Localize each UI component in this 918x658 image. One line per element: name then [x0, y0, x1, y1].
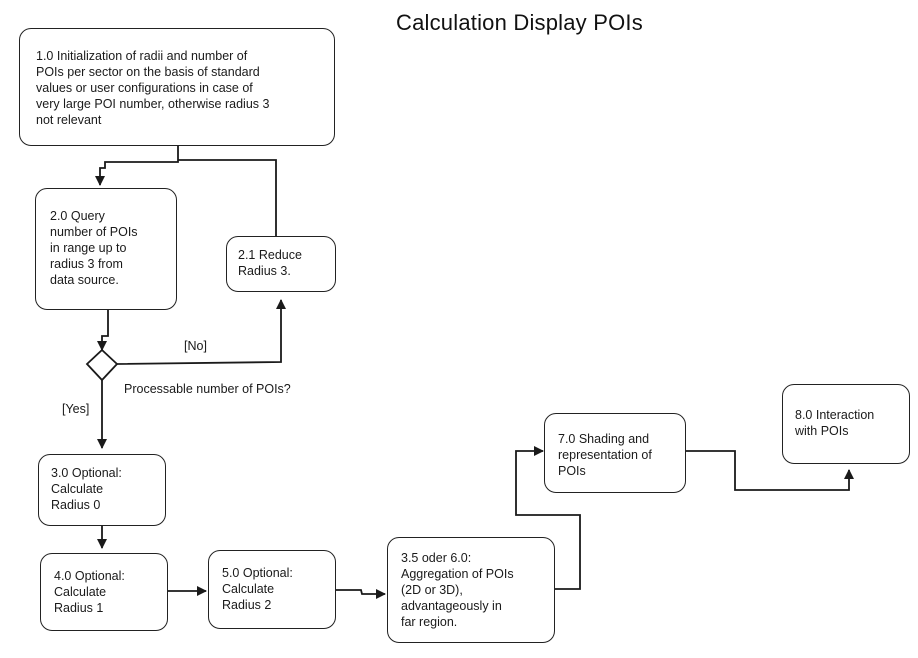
- step-1-0-text: 1.0 Initialization of radii and number o…: [36, 49, 270, 127]
- edge-3-5-to-7: [515, 446, 581, 590]
- edge-2-to-decision: [97, 310, 109, 351]
- diagram-title: Calculation Display POIs: [396, 10, 643, 35]
- edge-no: [116, 299, 286, 365]
- step-8-0-text: 8.0 Interaction with POIs: [795, 408, 875, 438]
- step-5-0-text: 5.0 Optional: Calculate Radius 2: [222, 566, 293, 612]
- edge-5-to-3-5: [336, 589, 386, 599]
- step-3-0-text: 3.0 Optional: Calculate Radius 0: [51, 466, 122, 512]
- step-3-0-radius-0: 3.0 Optional: Calculate Radius 0: [38, 454, 166, 526]
- step-2-1-reduce: 2.1 Reduce Radius 3.: [226, 236, 336, 292]
- edge-label-yes: [Yes]: [62, 402, 90, 416]
- step-3-5-text: 3.5 oder 6.0: Aggregation of POIs (2D or…: [401, 551, 514, 629]
- step-4-0-radius-1: 4.0 Optional: Calculate Radius 1: [40, 553, 168, 631]
- step-5-0-radius-2: 5.0 Optional: Calculate Radius 2: [208, 550, 336, 629]
- decision-question: Processable number of POIs?: [124, 382, 291, 396]
- edge-2-1-to-2-0: [178, 159, 277, 238]
- step-7-0-shading: 7.0 Shading and representation of POIs: [544, 413, 686, 493]
- step-1-0-initialization: 1.0 Initialization of radii and number o…: [19, 28, 335, 146]
- step-2-0-text: 2.0 Query number of POIs in range up to …: [50, 209, 138, 287]
- step-2-1-text: 2.1 Reduce Radius 3.: [238, 248, 302, 278]
- step-8-0-interaction: 8.0 Interaction with POIs: [782, 384, 910, 464]
- edge-7-to-8: [685, 450, 854, 491]
- edge-1-to-2: [95, 146, 179, 186]
- step-4-0-text: 4.0 Optional: Calculate Radius 1: [54, 569, 125, 615]
- step-3-5-aggregation: 3.5 oder 6.0: Aggregation of POIs (2D or…: [387, 537, 555, 643]
- step-7-0-text: 7.0 Shading and representation of POIs: [558, 432, 652, 478]
- step-2-0-query: 2.0 Query number of POIs in range up to …: [35, 188, 177, 310]
- edge-label-no: [No]: [184, 339, 207, 353]
- decision-diamond: [85, 348, 119, 382]
